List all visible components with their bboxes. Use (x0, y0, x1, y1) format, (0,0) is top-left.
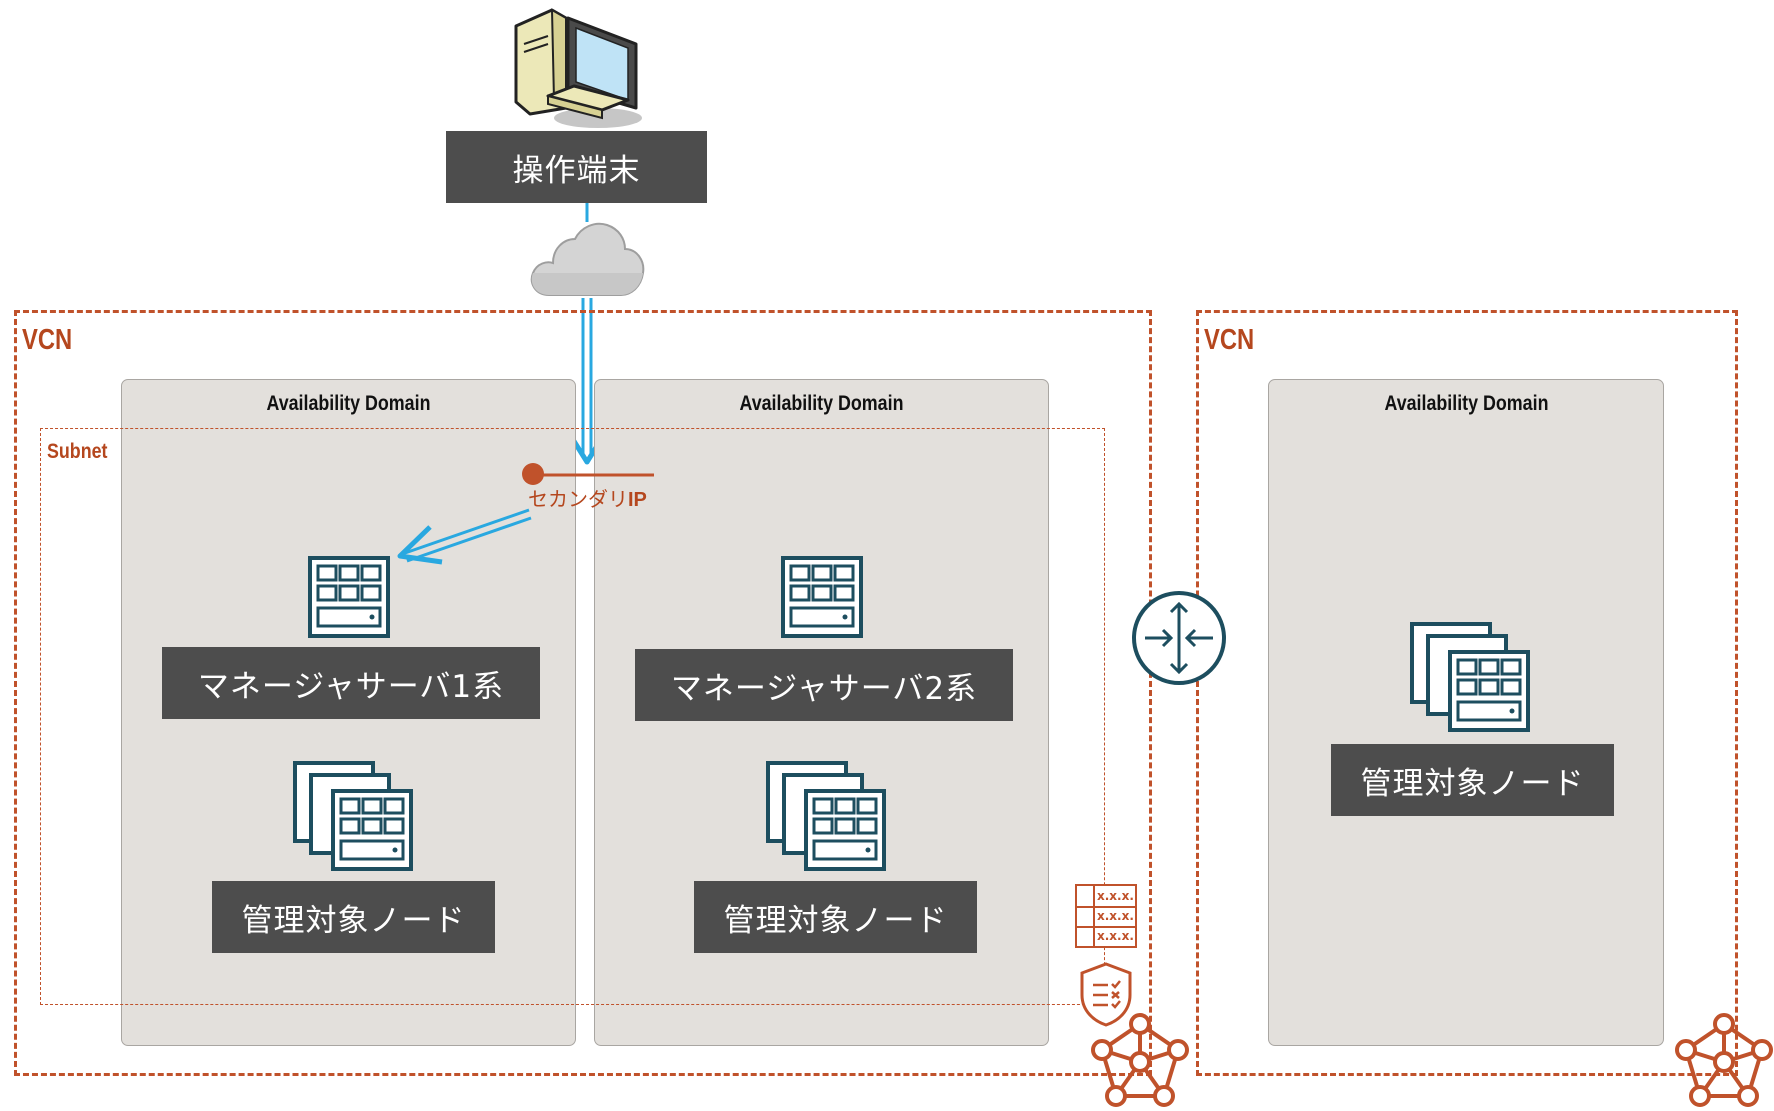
terminal-label-box: 操作端末 (446, 131, 707, 203)
internet-cloud-icon (530, 222, 645, 296)
manager-server-2-label-box: マネージャサーバ2系 (635, 649, 1013, 721)
managed-nodes-icon (766, 761, 886, 871)
vcn-left-label: VCN (22, 324, 73, 356)
vcn-network-icon (1091, 1013, 1189, 1107)
route-table-icon: x.x.x. x.x.x. x.x.x. (1075, 884, 1137, 948)
computer-terminal-icon (514, 8, 642, 128)
manager-server-1-label: マネージャサーバ1系 (197, 668, 505, 705)
managed-nodes-2-label-box: 管理対象ノード (694, 881, 977, 953)
manager-server-1-label-box: マネージャサーバ1系 (162, 647, 540, 719)
manager-server-2-label: マネージャサーバ2系 (670, 670, 978, 707)
terminal-label: 操作端末 (512, 152, 641, 189)
managed-nodes-3-label: 管理対象ノード (1360, 765, 1585, 802)
availability-domain-1-label: Availability Domain (266, 392, 431, 415)
subnet (40, 428, 1105, 1005)
route-table-row: x.x.x. (1097, 889, 1134, 903)
vcn-network-icon (1675, 1013, 1773, 1107)
vcn-right (1196, 310, 1738, 1076)
managed-nodes-1-label: 管理対象ノード (241, 902, 466, 939)
managed-nodes-2-label: 管理対象ノード (723, 902, 948, 939)
vcn-right-label: VCN (1204, 324, 1255, 356)
managed-nodes-3-label-box: 管理対象ノード (1331, 744, 1614, 816)
security-list-shield-icon (1080, 962, 1132, 1027)
route-table-row: x.x.x. (1097, 929, 1134, 943)
secondary-ip-label: セカンダリIP (528, 487, 647, 511)
router-icon (1132, 591, 1226, 685)
subnet-label: Subnet (47, 440, 108, 463)
server-icon (781, 556, 863, 638)
availability-domain-2-label: Availability Domain (739, 392, 904, 415)
managed-nodes-icon (1410, 622, 1530, 732)
managed-nodes-icon (293, 761, 413, 871)
managed-nodes-1-label-box: 管理対象ノード (212, 881, 495, 953)
availability-domain-3-label: Availability Domain (1384, 392, 1548, 415)
vcn-left (14, 310, 1152, 1076)
route-table-row: x.x.x. (1097, 909, 1134, 923)
server-icon (308, 556, 390, 638)
